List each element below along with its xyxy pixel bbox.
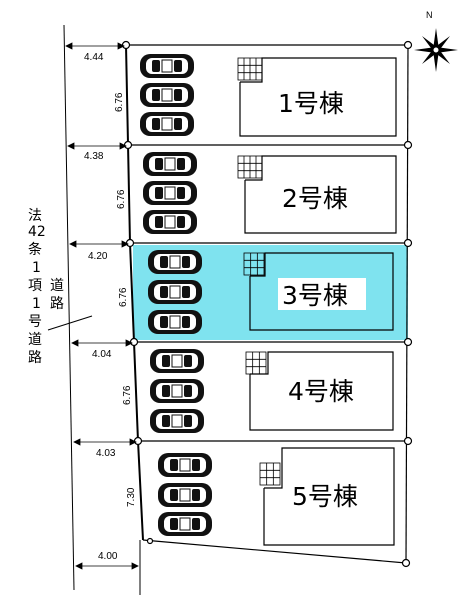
car-icon (148, 280, 202, 304)
lot-divider-bottom (142, 539, 407, 564)
car-icon (158, 453, 212, 477)
svg-text:道: 道 (28, 332, 42, 348)
car-icon (143, 152, 197, 176)
svg-text:道: 道 (50, 278, 64, 294)
depth-label-lot-4: 6.76 (122, 385, 133, 405)
car-icon (143, 210, 197, 234)
north-label: N (426, 10, 433, 20)
corner-markers (121, 40, 413, 568)
car-icon (148, 310, 202, 334)
depth-label-lot-1: 6.76 (114, 92, 125, 112)
svg-text:路: 路 (50, 296, 64, 312)
depth-label-lot-3: 6.76 (118, 287, 129, 307)
lot-label-3-background (278, 278, 366, 310)
frontage-label-lot-1: 4.44 (84, 52, 104, 63)
compass-icon (414, 28, 458, 72)
car-icon (158, 483, 212, 507)
stair-grid-icon (259, 462, 281, 486)
stair-grid-icon (237, 57, 263, 81)
stair-grid-icon (243, 252, 265, 276)
stair-grids (237, 57, 281, 486)
svg-text:42: 42 (28, 224, 46, 240)
car-icon (140, 112, 194, 136)
car-icon (148, 250, 202, 274)
car-icon (140, 83, 194, 107)
stair-grid-icon (237, 155, 263, 179)
svg-text:1: 1 (32, 296, 41, 312)
depth-label-lot-2: 6.76 (116, 189, 127, 209)
svg-text:条: 条 (28, 241, 42, 258)
lot-label-1: 1号棟 (278, 89, 344, 118)
lot-label-4: 4号棟 (288, 377, 354, 406)
svg-text:路: 路 (28, 350, 42, 366)
lot-label-2: 2号棟 (282, 184, 348, 213)
frontage-label-lot-2: 4.38 (84, 151, 104, 162)
svg-text:法: 法 (28, 208, 42, 224)
frontage-label-lot-4: 4.04 (92, 349, 112, 360)
stair-grid-icon (245, 351, 267, 375)
lot-label-5: 5号棟 (292, 482, 358, 511)
car-icon (158, 512, 212, 536)
property-right-boundary (405, 44, 409, 564)
road-leader-line (47, 315, 93, 331)
road-label: 法 42 条 1 項 1 号 道 路 道 路 (28, 208, 64, 366)
car-icon (150, 379, 204, 403)
svg-text:号: 号 (28, 314, 42, 330)
frontage-dimensions (65, 42, 139, 570)
parking-cars (140, 54, 212, 536)
car-icon (150, 349, 204, 373)
car-icon (140, 54, 194, 78)
frontage-label-bottom: 4.00 (98, 551, 118, 562)
car-icon (150, 409, 204, 433)
svg-text:1: 1 (32, 260, 41, 276)
depth-label-lot-5: 7.30 (126, 487, 137, 507)
road-edge-line (63, 24, 75, 591)
frontage-label-lot-5: 4.03 (96, 448, 116, 459)
svg-text:項: 項 (28, 278, 42, 294)
frontage-label-lot-3: 4.20 (88, 251, 108, 262)
building-footprints (239, 57, 397, 546)
lot-label-3: 3号棟 (282, 281, 348, 310)
car-icon (143, 181, 197, 205)
